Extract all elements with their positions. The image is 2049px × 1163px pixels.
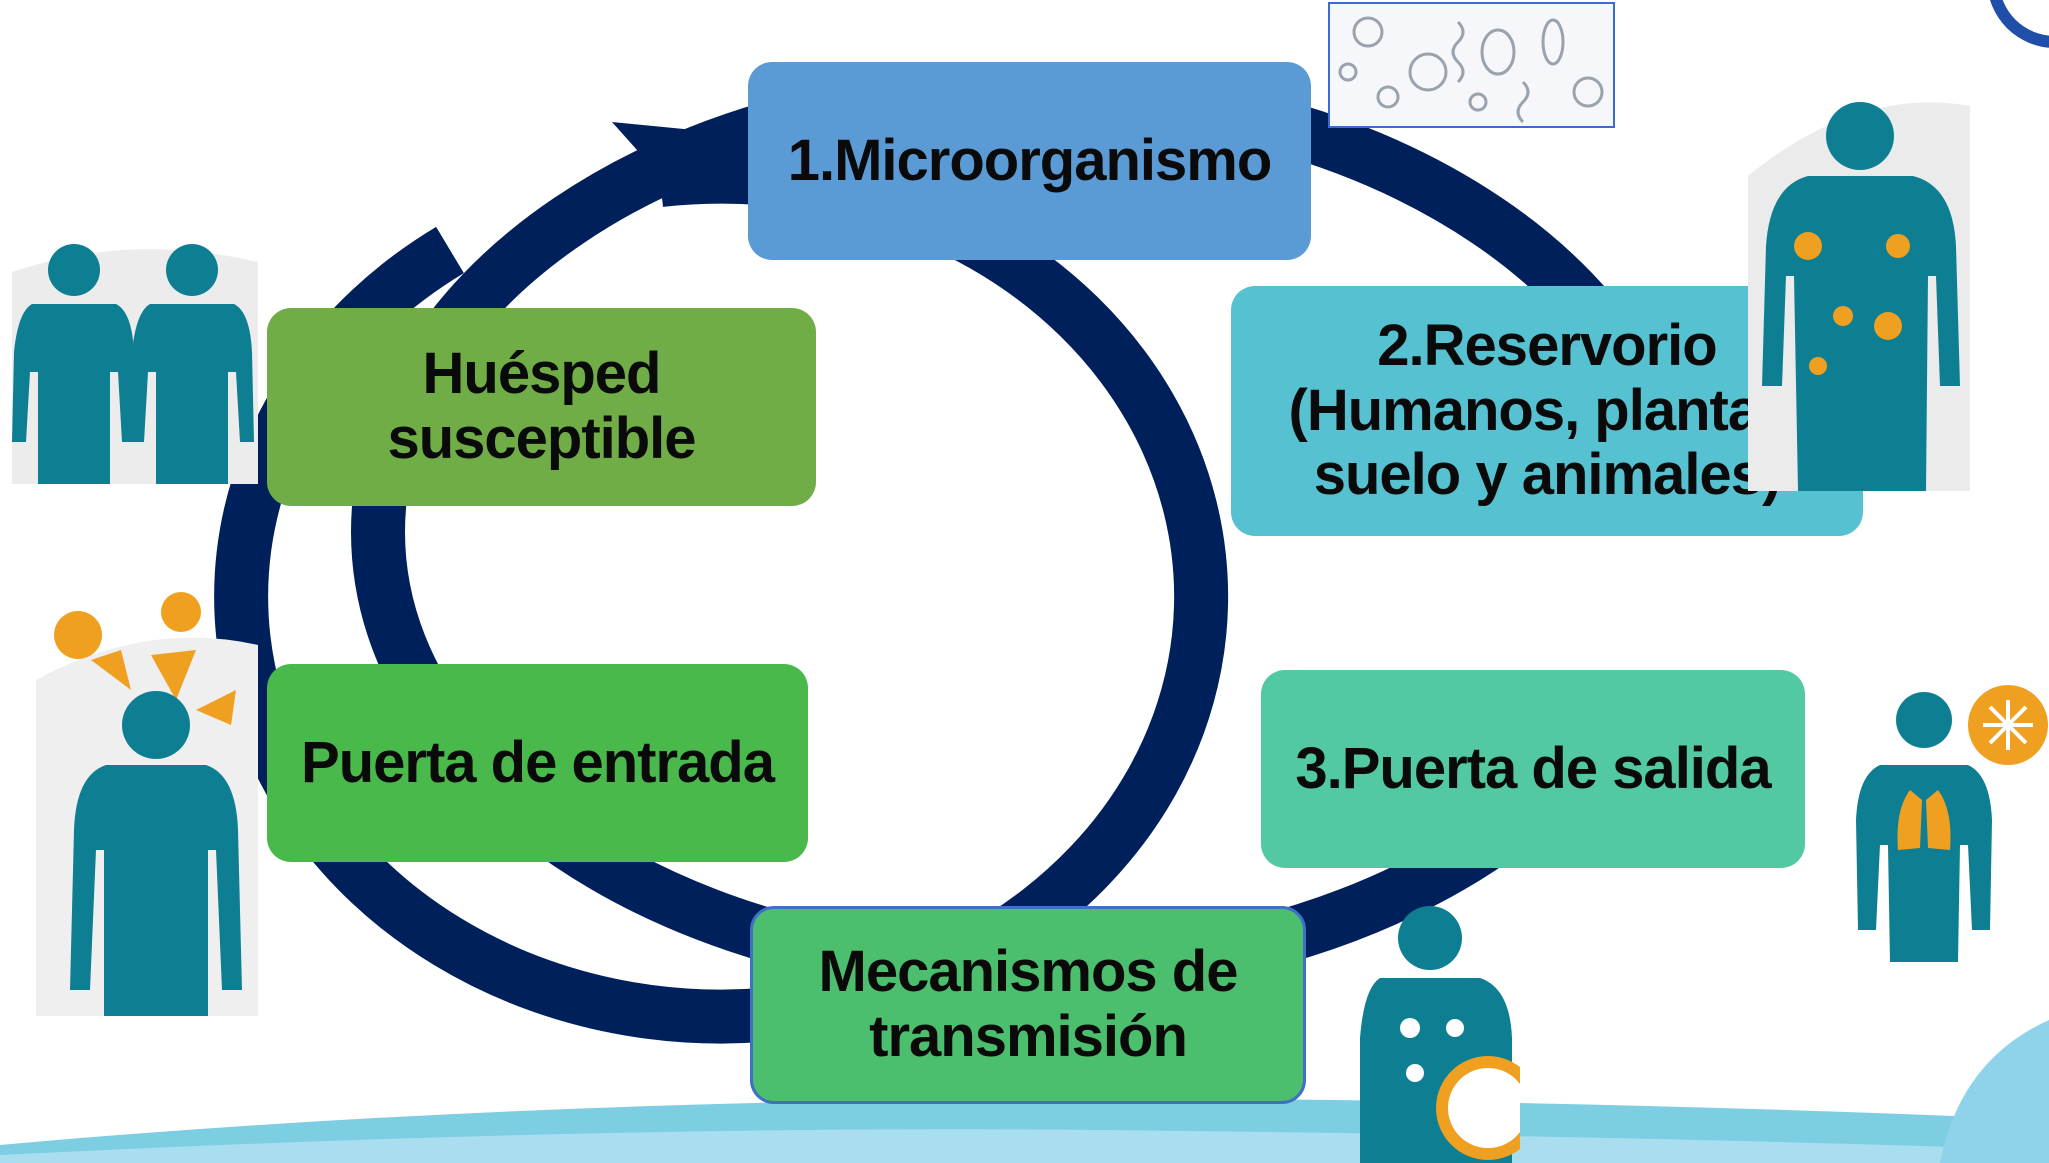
node-reservorio-line2: (Humanos, plantas,: [1288, 377, 1807, 443]
node-microorganismo-label: 1.Microorganismo: [787, 127, 1273, 193]
infected-person-illustration-icon: [1748, 102, 1970, 491]
node-puerta-entrada: Puerta de entrada: [267, 664, 808, 862]
node-puerta-entrada-label: Puerta de entrada: [301, 729, 775, 795]
corner-swoosh-decoration: [1940, 1020, 2049, 1163]
bottom-wave-decoration: [0, 1098, 2049, 1163]
exhaling-person-illustration-icon: [1856, 685, 2048, 962]
node-huesped-line1: Huésped: [422, 341, 662, 407]
corner-logo-icon: [1990, 0, 2049, 48]
node-mecanismos-line1: Mecanismos de: [818, 939, 1239, 1005]
node-reservorio-line3: suelo y animales): [1313, 442, 1782, 508]
node-puerta-salida-label: 3.Puerta de salida: [1295, 735, 1771, 801]
hand-contact-illustration-icon: [1360, 906, 1520, 1163]
node-huesped-line2: susceptible: [387, 406, 696, 471]
node-mecanismos-line2: transmisión: [869, 1004, 1188, 1069]
node-mecanismos: Mecanismos de transmisión: [750, 906, 1306, 1104]
two-people-illustration-icon: [12, 244, 258, 484]
node-puerta-salida: 3.Puerta de salida: [1261, 670, 1805, 868]
node-huesped: Huésped susceptible: [267, 308, 816, 506]
node-microorganismo: 1.Microorganismo: [748, 62, 1311, 260]
exposed-person-illustration-icon: [36, 592, 258, 1016]
node-reservorio-line1: 2.Reservorio: [1377, 312, 1717, 378]
microbes-illustration-icon: [1328, 2, 1615, 128]
